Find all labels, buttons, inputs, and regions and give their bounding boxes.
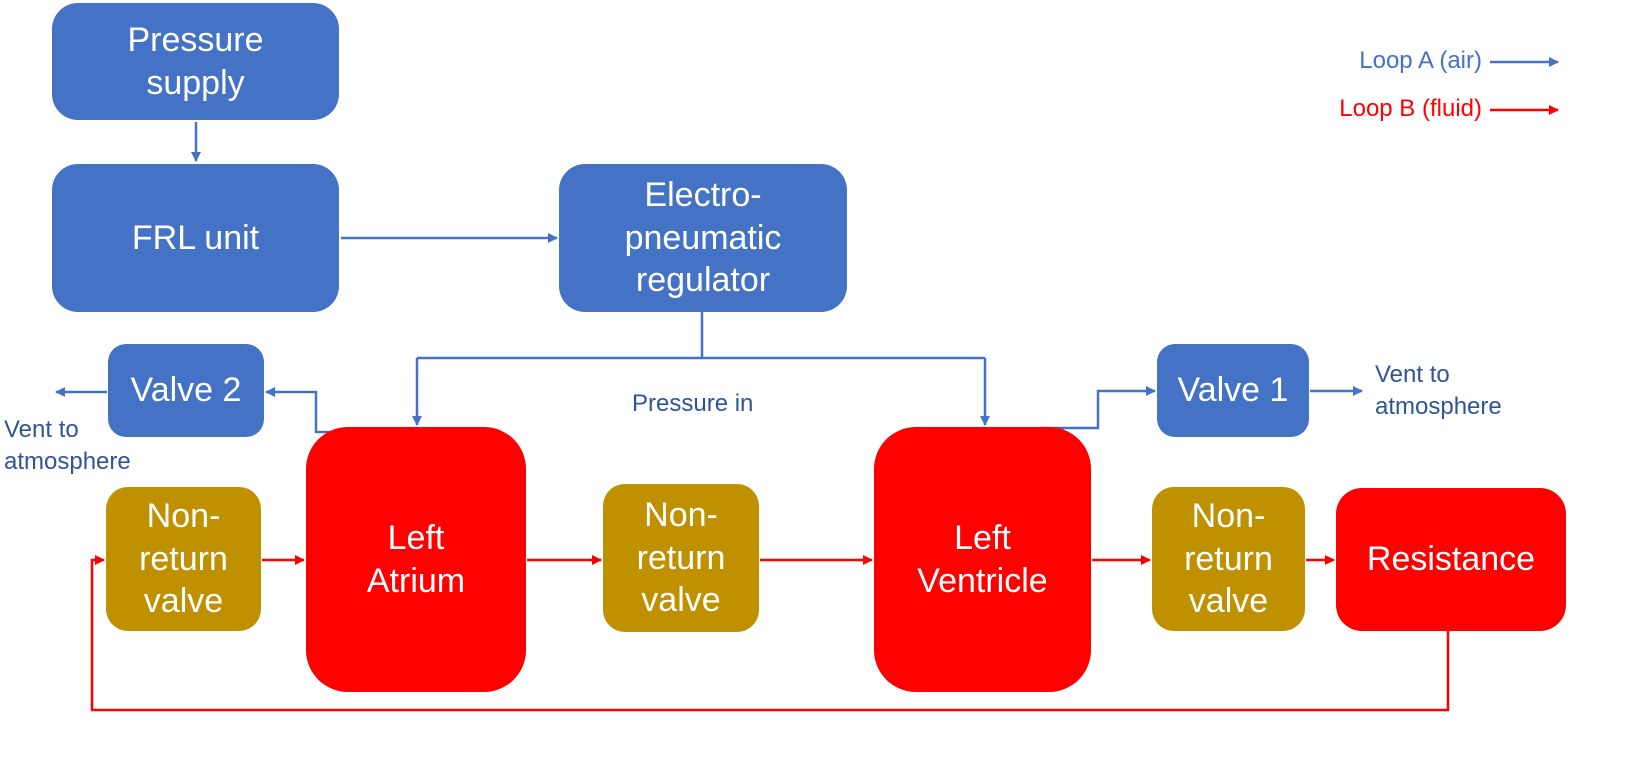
valve1-box: Valve 1 [1157, 344, 1309, 437]
pressure-supply-label: Pressure supply [127, 21, 264, 102]
non-return-valve-1-label: Non- return valve [139, 497, 228, 621]
valve2-box: Valve 2 [108, 344, 264, 437]
non-return-valve-3-label: Non- return valve [1184, 497, 1273, 621]
non-return-valve-2: Non- return valve [603, 484, 759, 632]
resistance-box: Resistance [1336, 488, 1566, 631]
left-atrium-label: Left Atrium [366, 519, 466, 600]
valve1-label: Valve 1 [1177, 371, 1289, 410]
legend-loop-b-label: Loop B (fluid) [1339, 95, 1482, 122]
non-return-valve-2-label: Non- return valve [636, 496, 726, 620]
vent-label-right: Vent to atmosphere [1375, 361, 1502, 421]
vent-label-left: Vent to atmosphere [4, 416, 131, 476]
regulator-box: Electro- pneumatic regulator [559, 164, 847, 312]
arrow-ventricle-to-valve1 [1040, 386, 1156, 430]
frl-unit-box: FRL unit [52, 164, 339, 312]
pressure-in-label: Pressure in [632, 390, 754, 417]
left-ventricle-box: Left Ventricle [874, 427, 1091, 692]
left-atrium-box: Left Atrium [306, 427, 526, 692]
frl-unit-label: FRL unit [131, 218, 260, 257]
resistance-label: Resistance [1366, 540, 1536, 579]
valve2-label: Valve 2 [130, 371, 242, 410]
pressure-supply-box: Pressure supply [52, 3, 339, 120]
left-ventricle-label: Left Ventricle [917, 519, 1048, 600]
regulator-label: Electro- pneumatic regulator [624, 176, 782, 300]
arrow-atrium-to-valve2 [265, 387, 362, 434]
non-return-valve-1: Non- return valve [106, 487, 261, 631]
legend-loop-a-label: Loop A (air) [1359, 47, 1482, 74]
non-return-valve-3: Non- return valve [1152, 487, 1305, 631]
arrow-return-loop [90, 555, 1450, 712]
